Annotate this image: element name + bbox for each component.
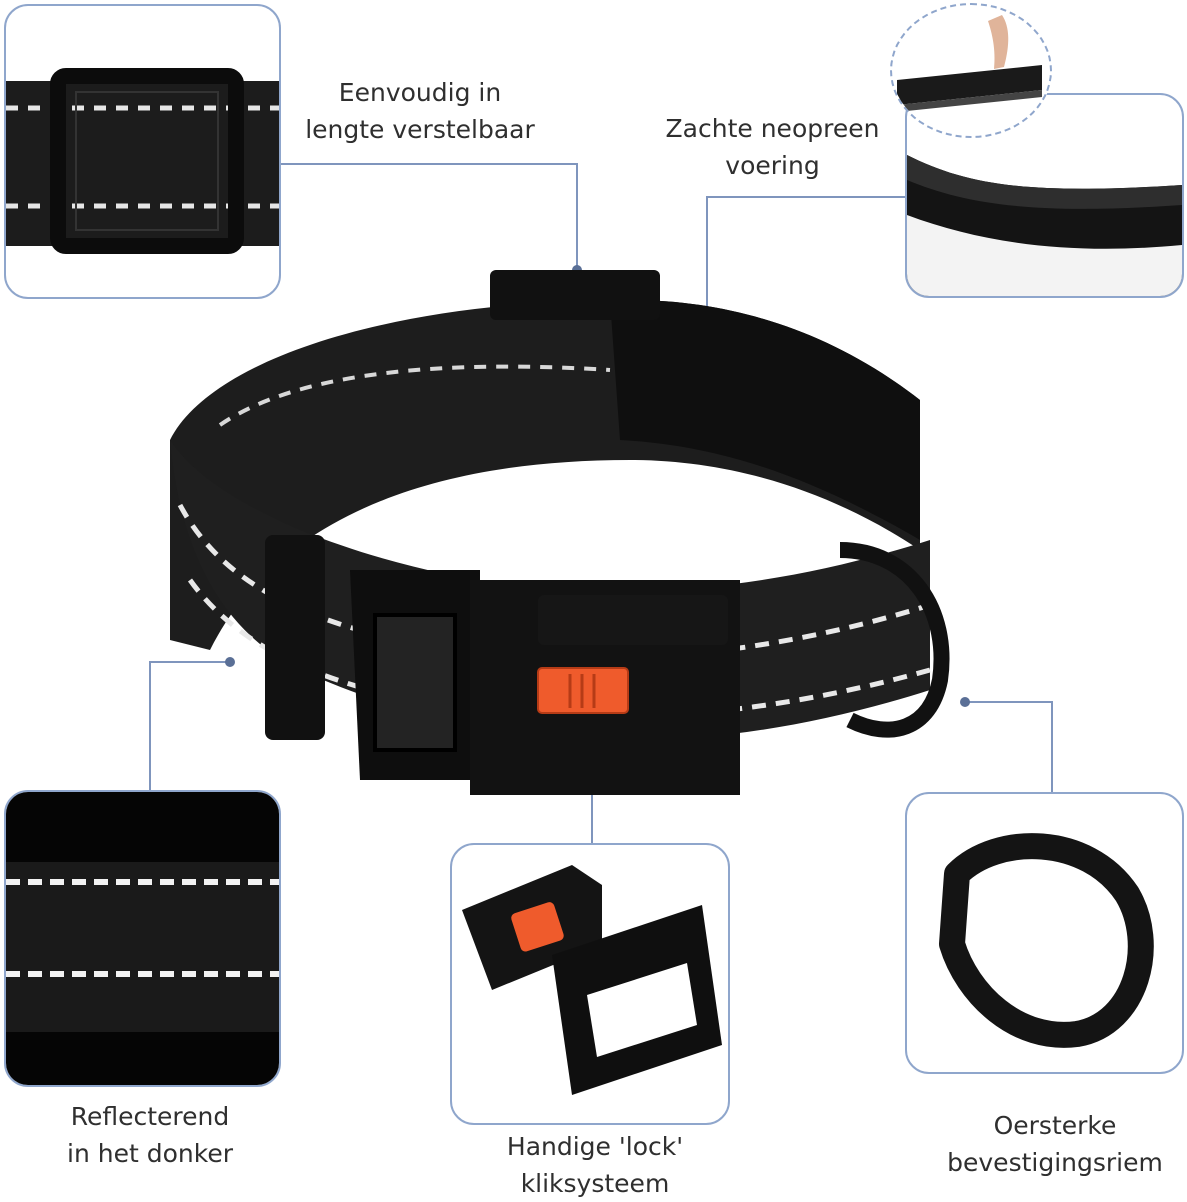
slider-buckle-icon: [6, 68, 279, 254]
neoprene-caption-line-2: voering: [725, 151, 820, 180]
neoprene-caption: Zachte neopreen voering: [655, 110, 890, 184]
neoprene-lining-icon: [907, 155, 1182, 296]
ring-caption-line-2: bevestigingsriem: [947, 1148, 1163, 1177]
lock-panel: [450, 843, 730, 1125]
adjustable-caption: Eenvoudig in lengte verstelbaar: [300, 74, 540, 148]
reflective-caption-line-2: in het donker: [67, 1139, 233, 1168]
d-ring-icon: [939, 833, 1154, 1048]
reflective-caption-line-1: Reflecterend: [70, 1102, 230, 1131]
reflective-caption: Reflecterend in het donker: [40, 1098, 260, 1172]
release-buckle-icon: [462, 865, 722, 1095]
dog-collar-icon: [170, 270, 950, 795]
adjustable-caption-line-1: Eenvoudig in: [338, 78, 502, 107]
reflective-panel: [4, 790, 281, 1087]
lock-caption-line-1: Handige 'lock': [506, 1132, 684, 1161]
lock-caption-line-2: kliksysteem: [520, 1169, 670, 1198]
neoprene-inset: [890, 3, 1052, 138]
adjustable-panel: [4, 4, 281, 299]
lock-caption: Handige 'lock' kliksysteem: [480, 1128, 710, 1202]
neoprene-caption-line-1: Zachte neopreen: [665, 114, 880, 143]
neoprene-panel: [905, 93, 1184, 298]
ring-panel: [905, 792, 1184, 1074]
ring-caption: Oersterke bevestigingsriem: [935, 1107, 1175, 1181]
adjustable-caption-line-2: lengte verstelbaar: [305, 115, 535, 144]
reflective-strap-icon: [6, 792, 279, 1085]
ring-caption-line-1: Oersterke: [993, 1111, 1117, 1140]
